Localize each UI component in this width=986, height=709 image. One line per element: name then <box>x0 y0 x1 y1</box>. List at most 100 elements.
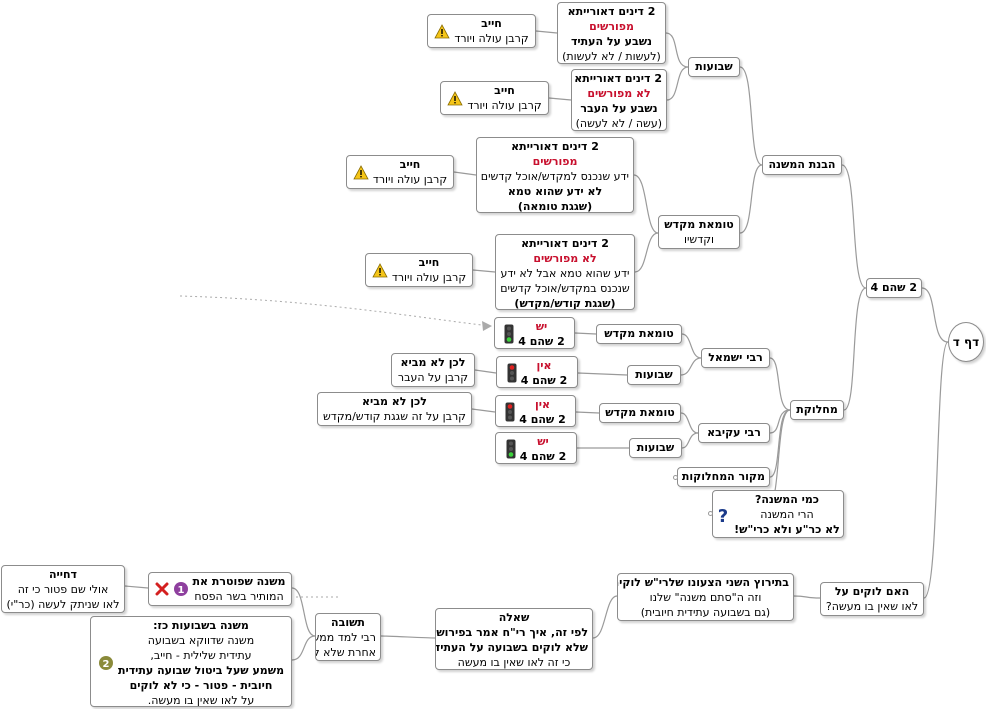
line: תשובה <box>331 616 365 629</box>
leaf-temple-impurity[interactable]: טומאת מקדש <box>599 403 681 423</box>
node-label: טומאת מקדש <box>604 327 674 340</box>
line: הרי המשנה <box>760 508 814 521</box>
whose-mishna-node[interactable]: כמי המשנה? הרי המשנה לא כר"ע ולא כרי"ש! ? <box>712 490 844 538</box>
leaf-oaths[interactable]: שבועות <box>629 438 682 458</box>
line-red: לא מפורשים <box>587 87 651 100</box>
node-label: הבנת המשנה <box>768 158 836 171</box>
line: קרבן עולה ויורד <box>391 271 467 284</box>
status-label: יש <box>535 320 548 333</box>
node-understanding-mishna[interactable]: הבנת המשנה <box>762 155 842 175</box>
node-second-answer[interactable]: בתירוץ השני הצעונו שלרי"ש לוקים, וזה ה"ס… <box>617 573 794 621</box>
svg-text:?: ? <box>718 506 728 525</box>
therefore-node[interactable]: לכן לא מביא קרבן על זה שגגת קודש/מקדש <box>317 392 472 426</box>
node-label: רבי ישמאל <box>708 351 763 364</box>
green-traffic-light-icon <box>506 439 516 459</box>
line: בתירוץ השני הצעונו שלרי"ש לוקים, <box>617 576 789 589</box>
line: נשבע על העתיד <box>570 35 653 48</box>
line: (עשה / לא לעשה) <box>575 117 662 130</box>
node-rabbi-yishmael[interactable]: רבי ישמאל <box>701 348 770 368</box>
node-rejection[interactable]: דחייה אולי שם פטור כי זה לאו שניתק לעשה … <box>1 565 125 613</box>
node-answer[interactable]: תשובה רבי למד ממשנה אחרת שלא לוקים: <box>315 613 381 661</box>
collapse-marker[interactable] <box>673 475 678 480</box>
green-traffic-light-icon <box>504 324 514 344</box>
number-two-icon: 2 <box>98 656 113 670</box>
obligated-node[interactable]: חייב קרבן עולה ויורד <box>365 253 473 287</box>
line: לכן לא מביא <box>362 395 427 408</box>
line: קרבן על זה שגגת קודש/מקדש <box>323 410 466 423</box>
root-node[interactable]: דף ד <box>948 322 984 362</box>
node-mishna-oaths[interactable]: משנה בשבועות כז: משנה שדווקא בשבועה עתיד… <box>90 616 292 707</box>
leaf-oaths[interactable]: שבועות <box>627 365 681 385</box>
line: 2 דינים דאורייתא <box>521 237 609 250</box>
line: חייב <box>418 256 440 269</box>
impurity-non-explicit-node[interactable]: 2 דינים דאורייתא לא מפורשים ידע שהוא טמא… <box>495 234 635 310</box>
line: חייב <box>399 158 421 171</box>
line: דחייה <box>48 568 78 581</box>
warning-icon <box>353 164 369 179</box>
question-mark-icon: ? <box>718 506 728 525</box>
line: כמי המשנה? <box>754 493 820 506</box>
node-dispute[interactable]: מחלוקת <box>790 400 844 420</box>
node-2-that-are-4[interactable]: 2 שהם 4 <box>866 278 922 298</box>
leaf-temple-impurity[interactable]: טומאת מקדש <box>596 324 682 344</box>
warning-icon <box>372 262 388 277</box>
line: (לעשות / לא לעשות) <box>562 50 661 63</box>
node-label: מקור המחלוקות <box>681 470 765 483</box>
node-source-of-dispute[interactable]: מקור המחלוקות <box>677 467 770 487</box>
node-rabbi-akiva[interactable]: רבי עקיבא <box>698 423 770 443</box>
line: חייב <box>481 17 502 30</box>
node-label: 2 שהם 4 <box>870 281 917 294</box>
line: וזה ה"סתם משנה" שלנו <box>649 591 762 604</box>
line-red: מפורשים <box>589 20 634 33</box>
status-label: אין <box>536 359 552 372</box>
cross-icon <box>155 582 169 596</box>
svg-text:1: 1 <box>177 585 184 596</box>
node-sublabel: וקדשיו <box>683 233 715 246</box>
line: עתידית שלילית - חייב, <box>150 649 252 662</box>
line: (שגגת טומאה) <box>517 200 593 213</box>
line: רבי למד ממשנה <box>316 631 376 644</box>
line: חייב <box>494 84 515 97</box>
status-no-node[interactable]: אין 2 שהם 4 <box>496 356 578 388</box>
line: שנכנס במקדש/אוכל קדשים <box>500 282 630 295</box>
collapse-marker[interactable] <box>708 511 713 516</box>
node-oaths[interactable]: שבועות <box>688 57 740 77</box>
line: שלא לוקים בשבועה על העתיד <box>435 641 588 654</box>
line: (שגגת קודש/מקדש) <box>514 297 616 310</box>
line: 2 דינים דאורייתא <box>511 140 599 153</box>
node-flogging-question[interactable]: האם לוקים על לאו שאין בו מעשה? <box>820 582 924 616</box>
line: לא כר"ע ולא כרי"ש! <box>734 523 840 536</box>
line: על לאו שאין בו מעשה. <box>147 694 255 707</box>
red-traffic-light-icon <box>507 363 517 383</box>
node-label: שבועות <box>695 60 733 73</box>
line-red: מפורשים <box>532 155 578 168</box>
node-question[interactable]: שאלה לפי זה, איך רי"ח אמר בפירוש שלא לוק… <box>435 608 593 670</box>
line: משמע שעל ביטול שבועה עתידית <box>117 664 285 677</box>
line: 2 שהם 4 <box>519 413 566 426</box>
line: 2 שהם 4 <box>520 374 568 387</box>
line: 2 שהם 4 <box>518 335 565 348</box>
line: ידע שנכנס למקדש/אוכל קדשים <box>480 170 629 183</box>
line: 2 דינים דאורייתא <box>574 72 662 85</box>
root-label: דף ד <box>952 334 980 349</box>
node-label: שבועות <box>635 368 673 381</box>
node-label: טומאת מקדש <box>664 218 734 231</box>
line: אולי שם פטור כי זה <box>17 583 109 596</box>
oath-explicit-node[interactable]: 2 דינים דאורייתא מפורשים נשבע על העתיד (… <box>557 2 666 64</box>
node-temple-impurity[interactable]: טומאת מקדש וקדשיו <box>658 215 740 249</box>
line: לפי זה, איך רי"ח אמר בפירוש <box>436 626 588 639</box>
line: לאו שניתק לעשה (כר"י) <box>6 598 120 611</box>
status-yes-node[interactable]: יש 2 שהם 4 <box>494 317 575 349</box>
oath-non-explicit-node[interactable]: 2 דינים דאורייתא לא מפורשים נשבע על העבר… <box>571 69 667 131</box>
line: לכן לא מביא <box>400 356 466 369</box>
impurity-explicit-node[interactable]: 2 דינים דאורייתא מפורשים ידע שנכנס למקדש… <box>476 137 634 213</box>
line: קרבן על העבר <box>397 371 469 384</box>
therefore-node[interactable]: לכן לא מביא קרבן על העבר <box>391 353 475 387</box>
line: אחרת שלא לוקים: <box>316 646 376 659</box>
